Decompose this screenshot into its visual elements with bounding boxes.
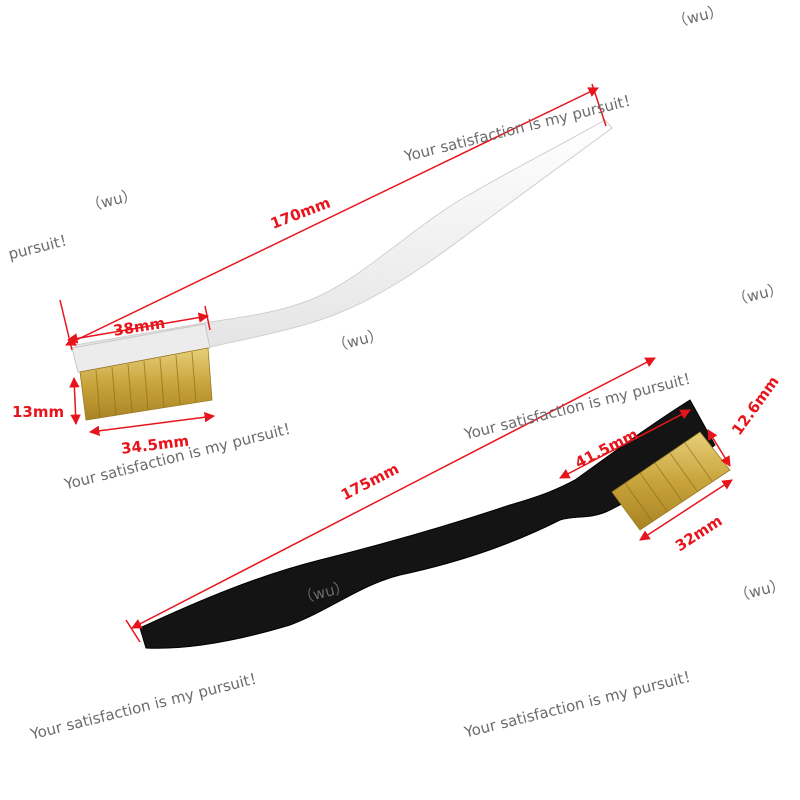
white-brush bbox=[71, 119, 613, 421]
dim-13mm: 13mm bbox=[12, 403, 65, 421]
dimension-lines bbox=[59, 83, 733, 643]
